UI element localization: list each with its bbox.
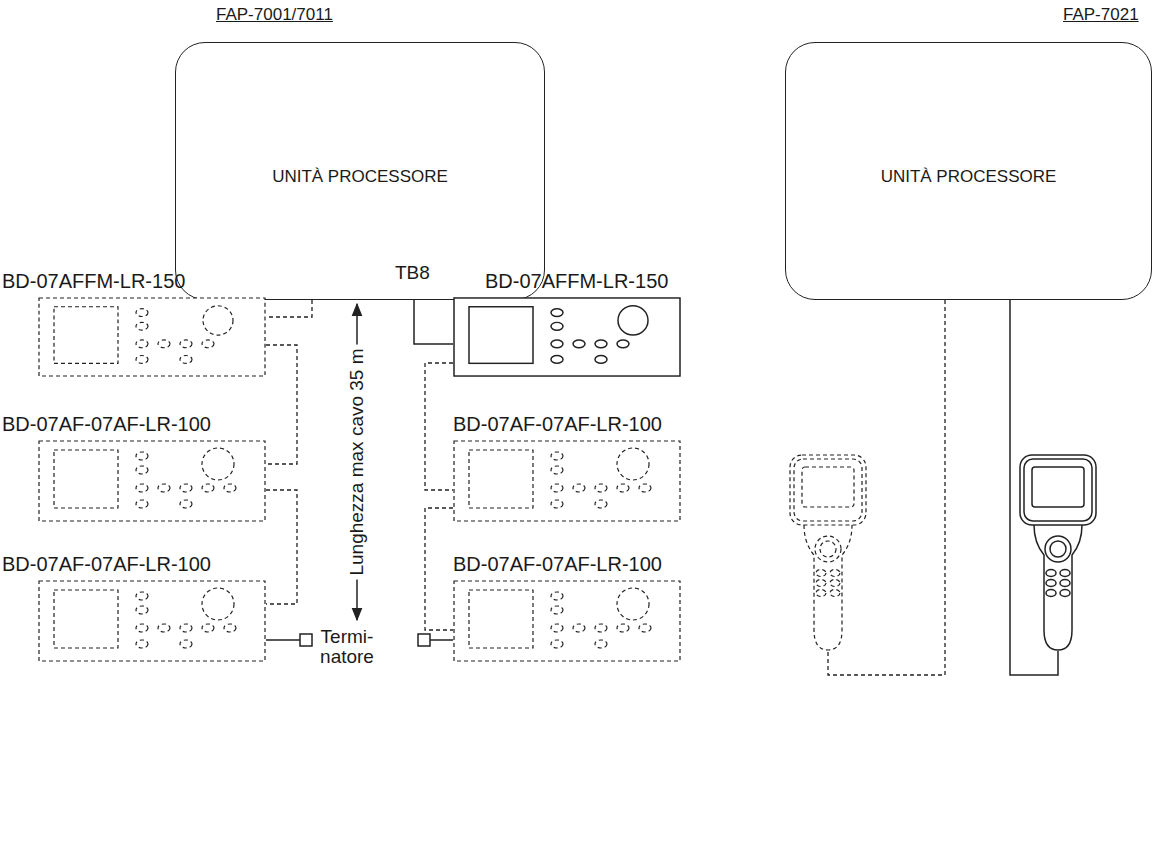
cable-connector	[425, 363, 453, 490]
bridge-panel: BD-07AF-07AF-LR-100	[38, 580, 266, 662]
bridge-panel-outline	[38, 440, 266, 522]
unit-name: UNITÀ PROCESSORE	[786, 167, 1151, 187]
processor-unit: FAP-7001/7011UNITÀ PROCESSORE	[175, 42, 545, 300]
processor-unit: FAP-7021UNITÀ PROCESSORE	[785, 42, 1152, 300]
bridge-panel: BD-07AF-07AF-LR-100	[453, 580, 681, 662]
system-heading: FAP-7021	[1063, 5, 1139, 25]
system-heading: FAP-7001/7011	[216, 5, 333, 25]
bridge-panel: BD-07AFFM-LR-150	[453, 297, 681, 377]
terminator-label: Termi- natore	[312, 627, 382, 667]
panel-name: BD-07AF-07AF-LR-100	[2, 553, 211, 576]
panel-name: BD-07AFFM-LR-150	[2, 270, 185, 293]
panel-name: BD-07AF-07AF-LR-100	[453, 413, 662, 436]
cable-connector	[266, 300, 312, 317]
bridge-panel-outline	[453, 297, 681, 377]
bridge-panel-outline	[38, 297, 266, 377]
dimension-text: Lunghezza max cavo 35 m	[346, 344, 368, 579]
panel-name: BD-07AF-07AF-LR-100	[453, 553, 662, 576]
bridge-panel: BD-07AF-07AF-LR-100	[38, 440, 266, 522]
handset	[1020, 455, 1096, 650]
cable-connector	[414, 300, 453, 344]
bridge-panel-outline	[453, 440, 681, 522]
unit-name: UNITÀ PROCESSORE	[176, 167, 544, 187]
bridge-panel-outline	[38, 580, 266, 662]
panel-name: BD-07AFFM-LR-150	[485, 270, 668, 293]
bridge-panel-outline	[453, 580, 681, 662]
terminal-name: TB8	[395, 262, 430, 284]
cable-connector	[425, 508, 453, 630]
panel-name: BD-07AF-07AF-LR-100	[2, 413, 211, 436]
handset	[790, 455, 866, 650]
bridge-panel: BD-07AFFM-LR-150	[38, 297, 266, 377]
bridge-panel: BD-07AF-07AF-LR-100	[453, 440, 681, 522]
cable-connector	[266, 490, 297, 604]
cable-connector	[266, 345, 297, 464]
